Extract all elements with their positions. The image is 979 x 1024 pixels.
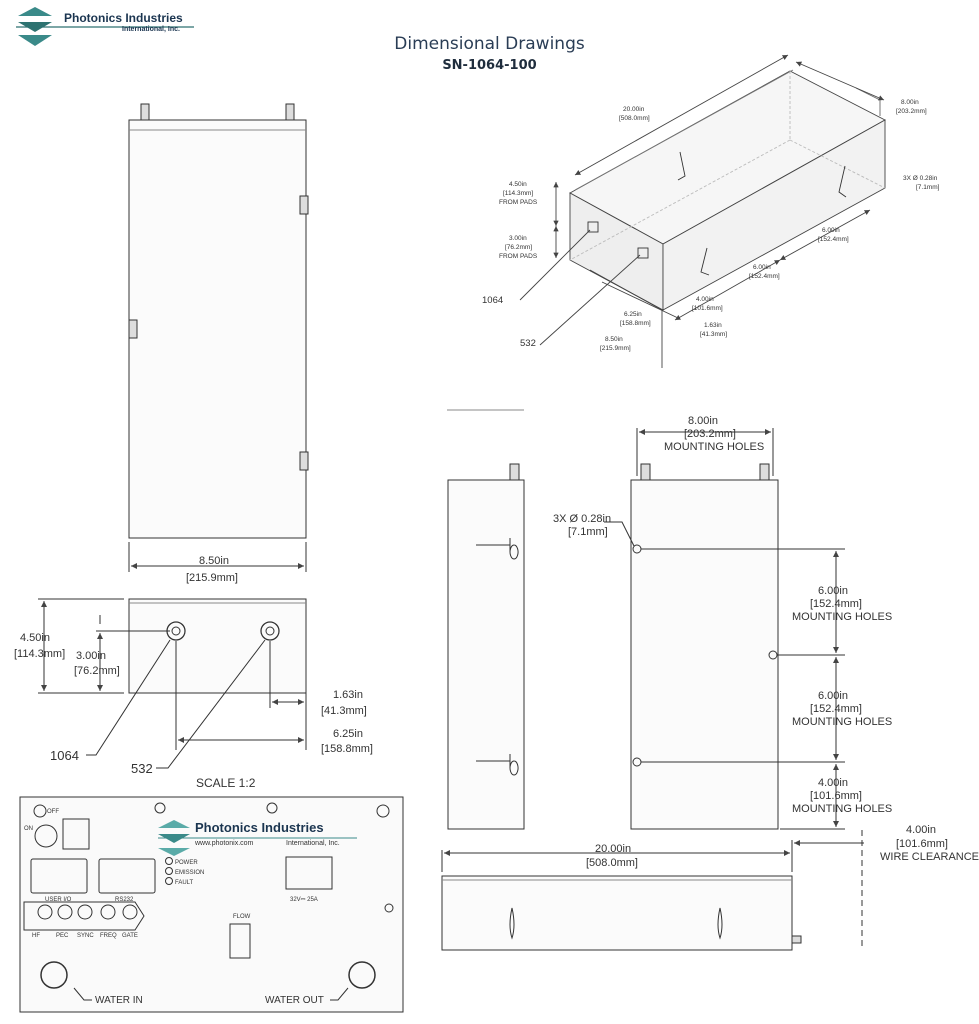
top-width-mm: [215.9mm]	[186, 572, 238, 584]
front-view-labels: 4.50in [114.3mm] 3.00in [76.2mm] 1.63in …	[14, 632, 373, 790]
front-port-532: 532	[131, 761, 153, 776]
front-spacing: 6.25in	[333, 728, 363, 740]
side-clearance: 4.00in	[906, 824, 936, 836]
iso-d163: 1.63in	[704, 322, 722, 329]
logo-company-name: Photonics Industries	[64, 11, 183, 25]
isometric-view	[519, 54, 886, 368]
iso-d600b-mm: [152.4mm]	[749, 273, 780, 280]
front-port-height-mm: [76.2mm]	[74, 665, 120, 677]
front-offset: 1.63in	[333, 689, 363, 701]
connector-freq: FREQ	[100, 933, 117, 939]
front-height-mm: [114.3mm]	[14, 648, 65, 660]
bottom-view	[604, 428, 845, 830]
side-clearance-mm: [101.6mm]	[896, 838, 948, 850]
power-led-label: POWER	[175, 860, 198, 866]
user-io-label: USER I/O	[45, 897, 72, 903]
front-offset-mm: [41.3mm]	[321, 705, 367, 717]
front-port-height: 3.00in	[76, 650, 106, 662]
back-panel-labels: Photonics Industries www.photonix.com In…	[24, 809, 340, 1006]
bottom-holes: 3X Ø 0.28in	[553, 513, 611, 525]
front-spacing-mm: [158.8mm]	[321, 743, 373, 755]
side-length: 20.00in	[595, 843, 631, 855]
iso-h450: 4.50in	[509, 181, 527, 188]
iso-port-1064: 1064	[482, 295, 503, 306]
panel-brand-sub: International, Inc.	[286, 840, 340, 847]
logo-company-sub: International, Inc.	[122, 26, 180, 33]
iso-holes-mm: [7.1mm]	[916, 184, 940, 191]
flow-label: FLOW	[233, 914, 251, 920]
iso-h450-note: FROM PADS	[499, 199, 538, 206]
iso-d850: 8.50in	[605, 336, 623, 343]
rs232-label: RS232	[115, 897, 134, 903]
iso-d625: 6.25in	[624, 311, 642, 318]
iso-h300-note: FROM PADS	[499, 253, 538, 260]
water-out-label: WATER OUT	[265, 995, 324, 1006]
iso-d850-mm: [215.9mm]	[600, 345, 631, 352]
voltage-label: 32V⎓ 25A	[290, 897, 318, 903]
connector-gate: GATE	[122, 933, 138, 939]
narrow-side-view	[447, 409, 525, 830]
iso-h450-mm: [114.3mm]	[503, 190, 533, 197]
iso-h300: 3.00in	[509, 235, 527, 242]
bottom-holes-mm: [7.1mm]	[568, 526, 608, 538]
bottom-sp1: 6.00in	[818, 585, 848, 597]
iso-port-532: 532	[520, 338, 536, 349]
model-number: SN-1064-100	[442, 58, 537, 73]
iso-width: 8.00in	[901, 99, 919, 106]
panel-brand: Photonics Industries	[195, 820, 324, 835]
bottom-sp2-mm: [152.4mm]	[810, 703, 862, 715]
front-height: 4.50in	[20, 632, 50, 644]
bottom-width-note: MOUNTING HOLES	[664, 441, 764, 453]
bottom-sp1-note: MOUNTING HOLES	[792, 611, 892, 623]
iso-d163-mm: [41.3mm]	[700, 331, 727, 338]
iso-length: 20.00in	[623, 106, 645, 113]
company-logo: Photonics Industries International, Inc.	[14, 6, 204, 50]
iso-d600b: 6.00in	[753, 264, 771, 271]
iso-d600a-mm: [152.4mm]	[818, 236, 849, 243]
side-length-mm: [508.0mm]	[586, 857, 638, 869]
bottom-view-labels: 8.00in [203.2mm] MOUNTING HOLES 3X Ø 0.2…	[553, 415, 892, 815]
iso-length-mm: [508.0mm]	[619, 115, 650, 122]
iso-d400: 4.00in	[696, 296, 714, 303]
long-side-labels: 20.00in [508.0mm] 4.00in [101.6mm] WIRE …	[586, 824, 979, 869]
top-view	[128, 103, 309, 572]
fault-led-label: FAULT	[175, 880, 194, 886]
front-view	[38, 598, 307, 769]
emission-led-label: EMISSION	[175, 870, 204, 876]
bottom-sp1-mm: [152.4mm]	[810, 598, 862, 610]
front-port-1064: 1064	[50, 748, 79, 763]
iso-d600a: 6.00in	[822, 227, 840, 234]
connector-sync: SYNC	[77, 933, 94, 939]
back-panel	[19, 796, 404, 1013]
side-clearance-note: WIRE CLEARANCE	[880, 851, 979, 863]
bottom-sp3-mm: [101.6mm]	[810, 790, 862, 802]
iso-d625-mm: [158.8mm]	[620, 320, 651, 327]
panel-website: www.photonix.com	[194, 840, 254, 847]
bottom-sp2: 6.00in	[818, 690, 848, 702]
page-title: Dimensional Drawings	[394, 34, 585, 54]
long-side-view	[441, 830, 864, 951]
bottom-width-mm: [203.2mm]	[684, 428, 736, 440]
water-in-label: WATER IN	[95, 995, 143, 1006]
connector-pec: PEC	[56, 933, 69, 939]
top-view-labels: 8.50in [215.9mm]	[186, 555, 238, 584]
connector-hf: HF	[32, 933, 40, 939]
bottom-sp3: 4.00in	[818, 777, 848, 789]
top-width: 8.50in	[199, 555, 229, 567]
iso-h300-mm: [76.2mm]	[505, 244, 532, 251]
iso-holes: 3X Ø 0.28in	[903, 175, 938, 182]
bottom-sp3-note: MOUNTING HOLES	[792, 803, 892, 815]
isometric-labels: 20.00in [508.0mm] 8.00in [203.2mm] 3X Ø …	[482, 99, 940, 352]
on-label: ON	[24, 826, 33, 832]
bottom-sp2-note: MOUNTING HOLES	[792, 716, 892, 728]
iso-d400-mm: [101.6mm]	[692, 305, 723, 312]
bottom-width: 8.00in	[688, 415, 718, 427]
scale-note: SCALE 1:2	[196, 776, 256, 790]
iso-width-mm: [203.2mm]	[896, 108, 927, 115]
off-label: OFF	[47, 809, 59, 815]
logo-diamond-icon	[16, 7, 194, 46]
